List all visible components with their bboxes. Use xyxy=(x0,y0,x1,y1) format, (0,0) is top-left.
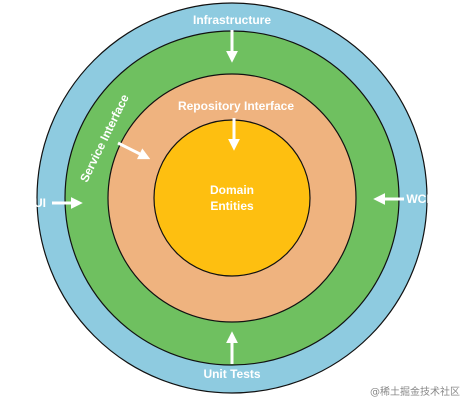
arrow-right-icon xyxy=(117,141,151,160)
wcf-label: WCF xyxy=(406,192,433,206)
domain-label-line2: Entities xyxy=(210,199,254,213)
domain-label-line1: Domain xyxy=(210,183,254,197)
domain-core xyxy=(153,119,311,277)
repository-interface-label: Repository Interface xyxy=(178,99,294,113)
watermark: @稀土掘金技术社区 xyxy=(370,385,460,398)
ui-label: UI xyxy=(34,196,46,210)
infrastructure-label: Infrastructure xyxy=(193,13,271,27)
unit-tests-label: Unit Tests xyxy=(203,367,260,381)
